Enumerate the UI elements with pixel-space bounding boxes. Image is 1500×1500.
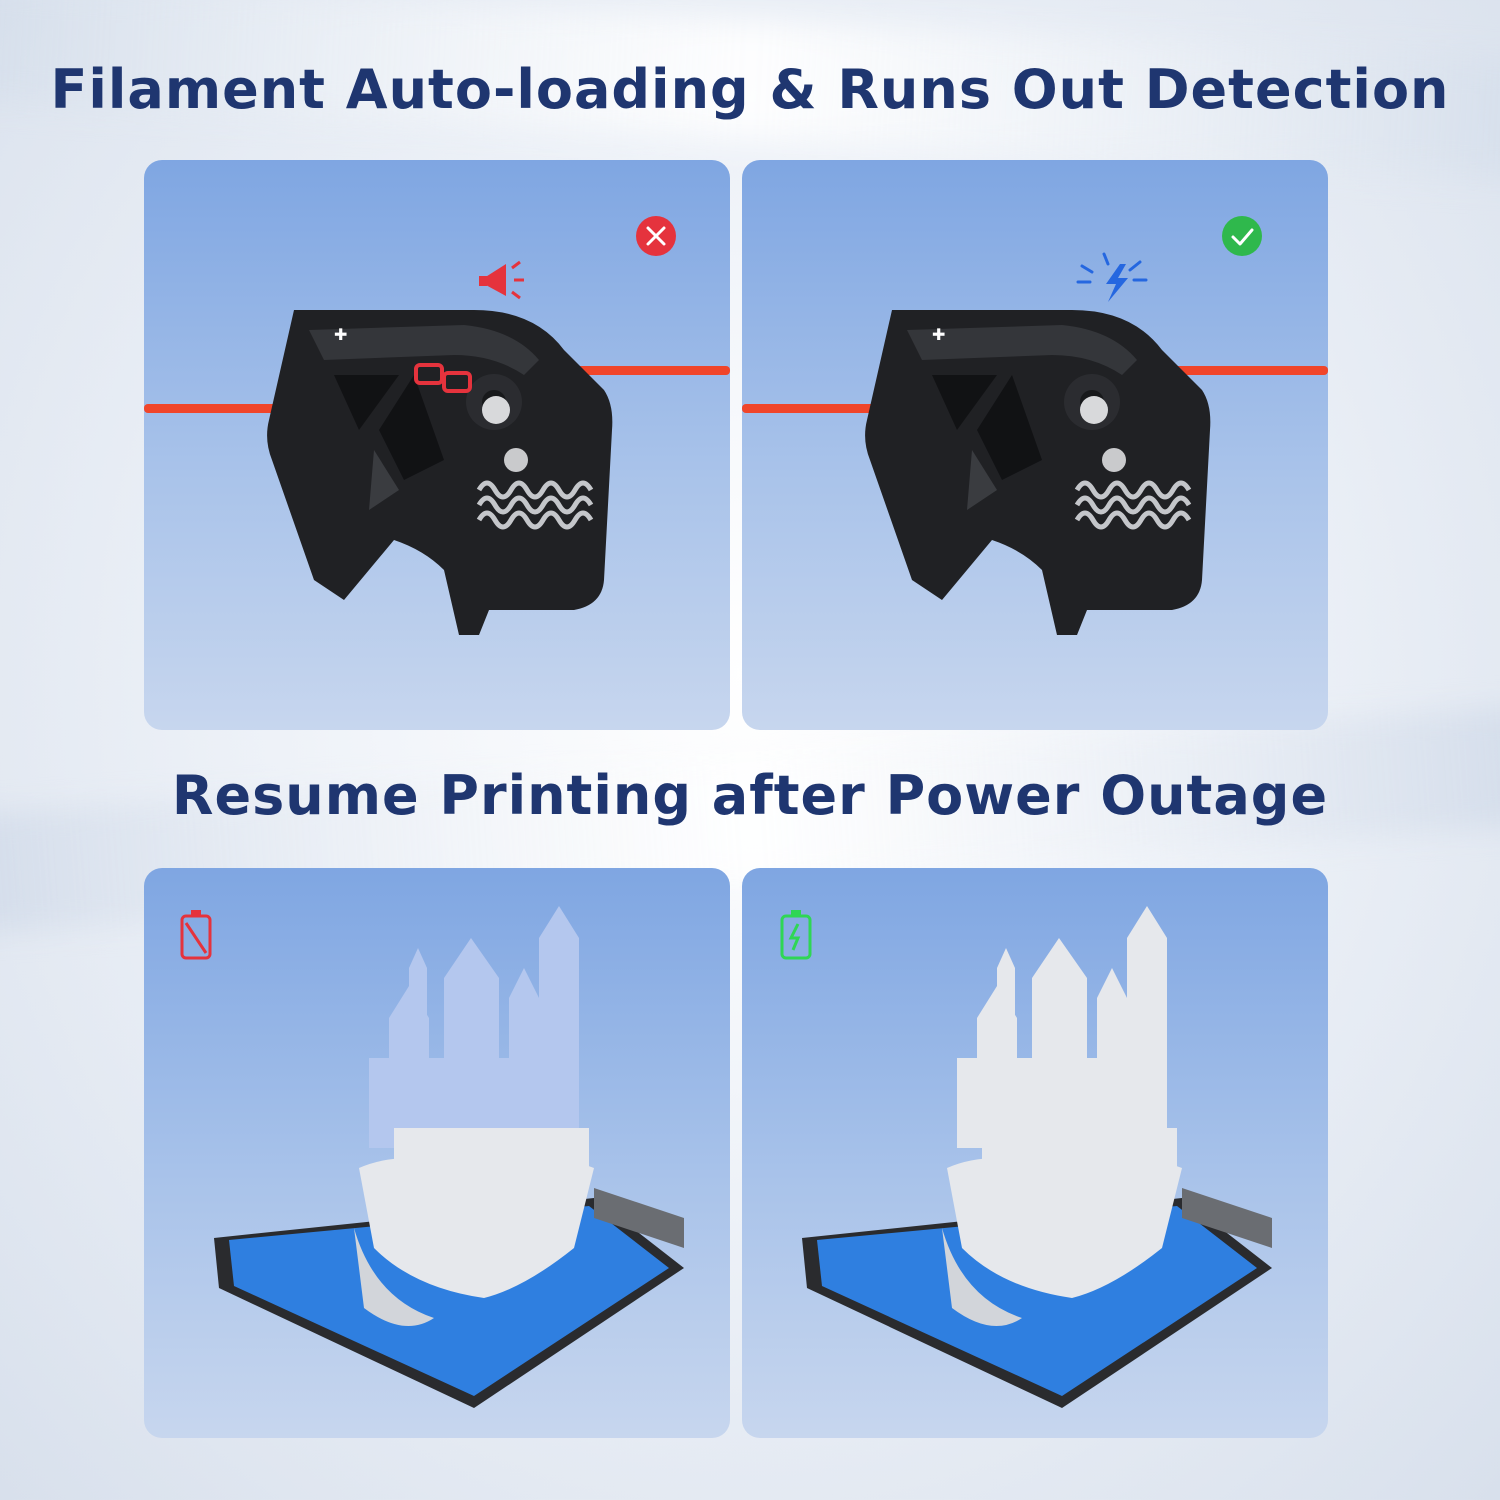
heading-power-resume: Resume Printing after Power Outage [171,764,1329,827]
check-circle-icon [1222,216,1262,256]
x-circle-icon [636,216,676,256]
castle-ghost-upper [369,906,579,1148]
lightning-icon [1076,252,1148,302]
panel-filament-runout: ✚ [144,160,730,730]
battery-charging-icon [780,910,812,960]
spring [1074,480,1192,530]
panel-filament-loaded: ✚ [742,160,1328,730]
broken-link-icon [414,363,472,393]
megaphone-icon [479,260,524,300]
bearing-silver [482,396,510,424]
heading-filament-detection: Filament Auto-loading & Runs Out Detecti… [50,58,1450,121]
castle-printed-lower [354,1128,594,1326]
extruder-illustration-runout: ✚ [144,216,730,635]
battery-off-icon [180,910,212,960]
extruder-body: ✚ [267,310,613,635]
extruder-body: ✚ [865,310,1211,635]
spring [476,480,594,530]
castle-print-complete [780,906,1272,1408]
screw-head [504,448,528,472]
panel-power-outage [144,868,730,1438]
bearing-silver [1080,396,1108,424]
plus-mark: ✚ [932,325,945,344]
panel-power-resumed [742,868,1328,1438]
castle-print-partial [180,906,684,1408]
screw-head [1102,448,1126,472]
extruder-illustration-loaded: ✚ [742,216,1328,635]
plus-mark: ✚ [334,325,347,344]
castle-full [942,906,1182,1326]
